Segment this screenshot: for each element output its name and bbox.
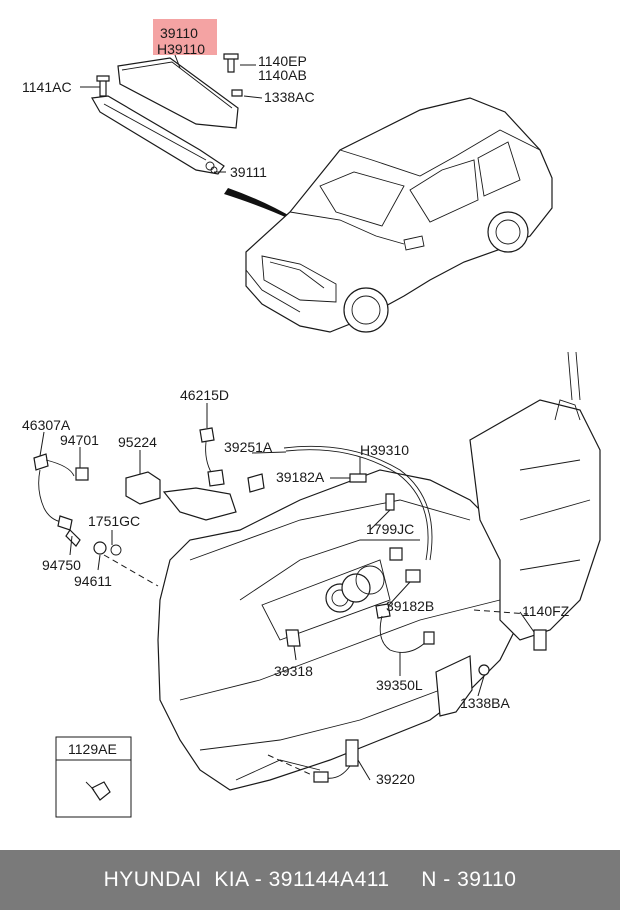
- label-1338ba: 1338BA: [460, 695, 510, 711]
- label-1140ab: 1140AB: [258, 67, 307, 83]
- vehicle-drawing: [245, 97, 553, 333]
- label-1140ep: 1140EP: [258, 53, 307, 69]
- wiring-harness: [283, 445, 433, 561]
- bolt-icon: [91, 781, 111, 801]
- label-94701: 94701: [60, 432, 99, 448]
- label-94611: 94611: [74, 573, 112, 589]
- label-95224: 95224: [118, 434, 157, 450]
- footer-banner: HYUNDAI KIA - 391144A411 N - 39110: [0, 850, 620, 910]
- label-39251a: 39251A: [224, 439, 273, 455]
- sensor-parts-left: [33, 453, 122, 556]
- label-39111: 39111: [230, 164, 267, 180]
- label-1751gc: 1751GC: [88, 513, 140, 529]
- label-39350l: 39350L: [376, 677, 423, 693]
- label-h39310: H39310: [360, 442, 409, 458]
- footer-text: HYUNDAI KIA - 391144A411 N - 39110: [103, 868, 517, 891]
- label-1129ae: 1129AE: [68, 741, 117, 757]
- engine-drawing: [157, 351, 601, 791]
- label-1799jc: 1799JC: [366, 521, 414, 537]
- relay-drawing: [125, 471, 161, 505]
- label-1141ac: 1141AC: [22, 79, 72, 95]
- label-39220: 39220: [376, 771, 415, 787]
- parts-diagram: 39110 H39110 1140EP 1140AB 1141AC 1338AC…: [22, 19, 601, 818]
- label-46215d: 46215D: [180, 387, 229, 403]
- label-39110: 39110: [160, 25, 198, 41]
- ecu-bracket-drawing: [91, 53, 243, 175]
- label-39182a: 39182A: [276, 469, 325, 485]
- label-39318: 39318: [274, 663, 313, 679]
- label-39182b: 39182B: [386, 598, 434, 614]
- label-94750: 94750: [42, 557, 81, 573]
- part-39110-highlight: [153, 19, 217, 55]
- location-arrow: [224, 188, 330, 244]
- label-46307a: 46307A: [22, 417, 71, 433]
- bracket-46215d: [162, 427, 265, 521]
- label-1338ac: 1338AC: [264, 89, 315, 105]
- legend-box-1129ae: [55, 736, 132, 818]
- label-1140fz: 1140FZ: [522, 603, 570, 619]
- label-h39110: H39110: [157, 41, 205, 57]
